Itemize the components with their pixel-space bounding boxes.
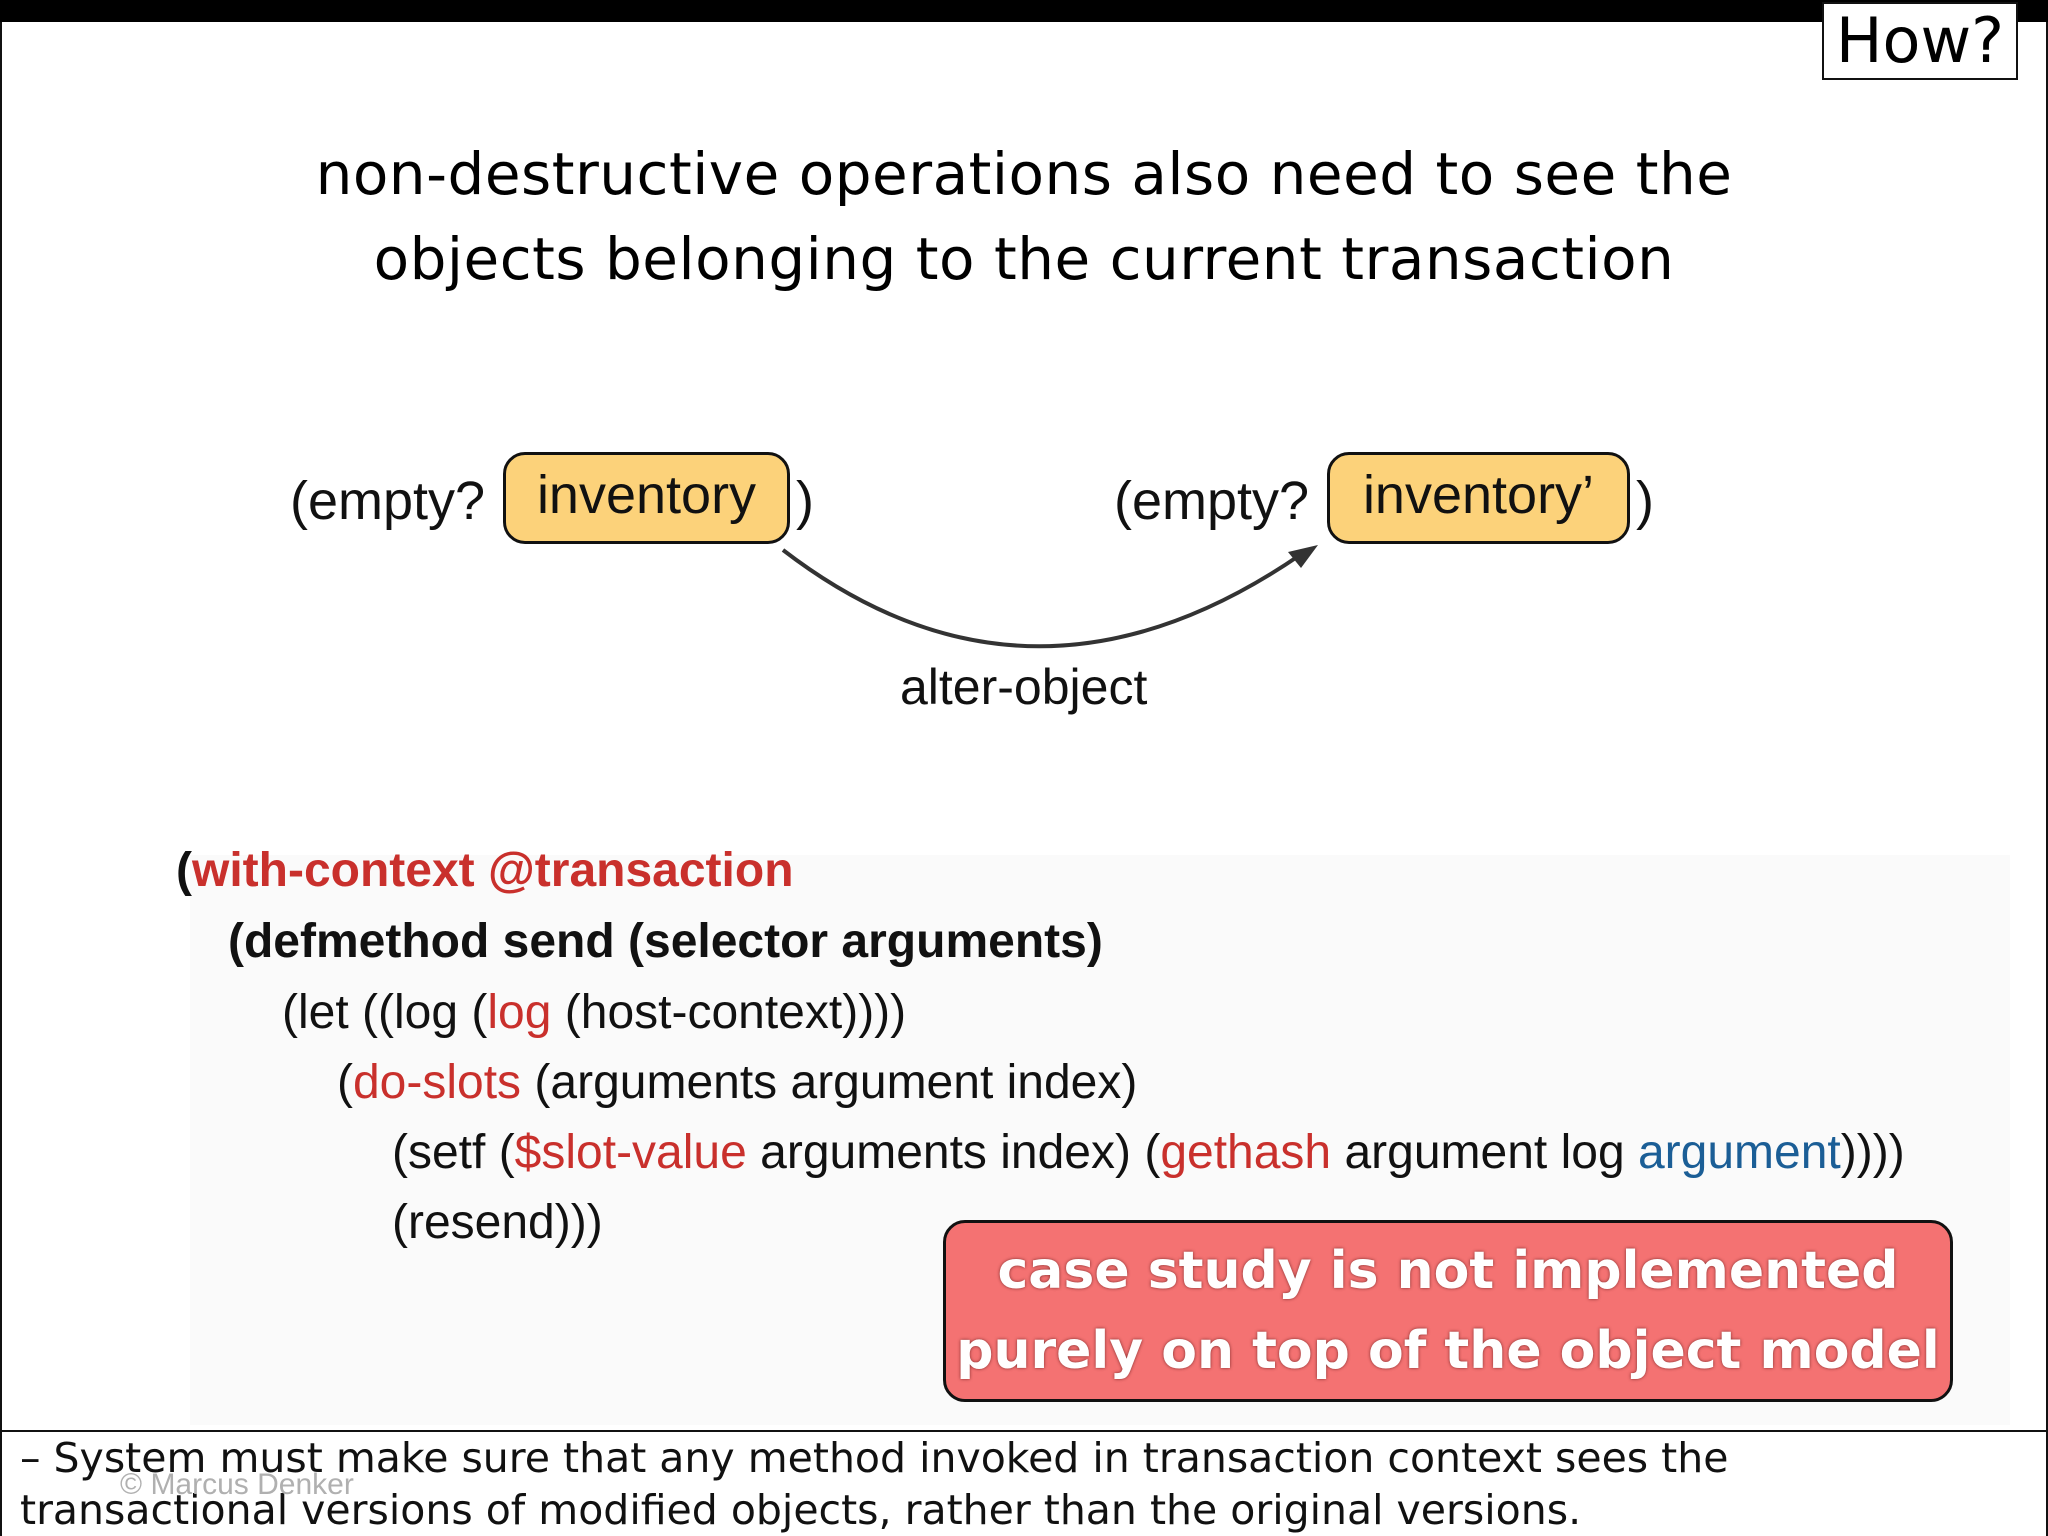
left-expr-prefix: (empty? <box>290 471 486 531</box>
do-slots-macro: do-slots <box>352 1056 522 1109</box>
with-context-keyword: with-context @transaction <box>191 844 794 897</box>
top-title-bar <box>0 0 2048 22</box>
argument-default: argument <box>1637 1126 1841 1179</box>
code-line-2: (defmethod send (selector arguments) <box>228 915 1103 968</box>
code-line-1: (with-context @transaction <box>176 841 794 901</box>
right-object-pill: inventory’ <box>1327 452 1630 544</box>
footer-notes: – System must make sure that any method … <box>20 1434 1729 1534</box>
gethash-function: gethash <box>1160 1126 1332 1179</box>
callout-box: case study is not implemented purely on … <box>943 1220 1953 1402</box>
log-function: log <box>487 986 552 1039</box>
code-paren: ( <box>176 844 192 897</box>
callout-line-1: case study is not implemented <box>997 1241 1899 1301</box>
arrow-curve <box>781 548 1302 649</box>
frame-left-border <box>0 22 2 1536</box>
left-object-pill: inventory <box>503 452 790 544</box>
right-expr-prefix: (empty? <box>1114 471 1310 531</box>
how-label: How? <box>1822 2 2018 80</box>
code-line-5: (setf ($slot-value arguments index) (get… <box>392 1126 1905 1179</box>
headline-line-2: objects belonging to the current transac… <box>373 225 1675 293</box>
frame-right-border <box>2046 22 2048 1536</box>
arrow-head <box>1288 545 1318 568</box>
callout-line-2: purely on top of the object model <box>956 1321 1940 1381</box>
right-expr-suffix: ) <box>1636 471 1654 531</box>
arrow-label: alter-object <box>900 659 1148 715</box>
left-expr-suffix: ) <box>796 471 814 531</box>
code-line-4: (do-slots (arguments argument index) <box>337 1056 1138 1109</box>
footer-divider <box>0 1430 2048 1432</box>
code-line-6: (resend))) <box>392 1196 603 1249</box>
code-line-3: (let ((log (log (host-context)))) <box>282 986 907 1039</box>
slot-value-function: $slot-value <box>514 1126 747 1179</box>
copyright-watermark: © Marcus Denker <box>120 1468 354 1501</box>
headline-line-1: non-destructive operations also need to … <box>315 140 1733 208</box>
